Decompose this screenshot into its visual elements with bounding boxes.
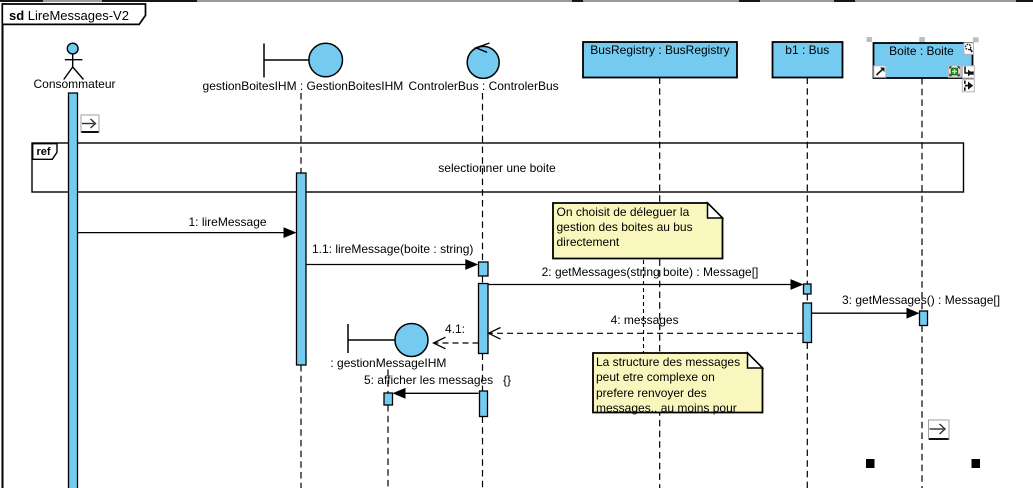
frame-keyword: sd — [9, 7, 25, 23]
ref-pentagon — [32, 143, 58, 160]
activation-controlerBus-3[interactable] — [478, 390, 489, 418]
activation-consommateur[interactable] — [67, 92, 79, 488]
message-label-2: 2: getMessages(string boite) : Message[] — [541, 264, 759, 279]
frame-title: sd LireMessages-V2 — [9, 7, 129, 23]
create-message-resource-icon[interactable] — [961, 65, 975, 79]
message-1.1[interactable] — [306, 259, 479, 270]
boundary-icon-gestionBoitesIHM[interactable] — [263, 42, 344, 78]
frame-left-border — [1, 3, 4, 488]
lifeline-label-gestionBoitesIHM: gestionBoitesIHM : GestionBoitesIHM — [202, 79, 404, 94]
message-tool-icon-top[interactable] — [80, 114, 100, 133]
selection-handle-top-middle[interactable] — [919, 37, 925, 42]
lifeline-label-boite: Boite : Boite — [889, 43, 954, 58]
open-specification-icon[interactable] — [873, 65, 887, 78]
ref-fragment[interactable] — [31, 142, 965, 193]
message-4-return[interactable] — [487, 326, 804, 340]
activation-gestionMessageIHM[interactable] — [383, 392, 394, 406]
note-2[interactable] — [592, 351, 765, 414]
lifeline-label-gestionMessageIHM: : gestionMessageIHM — [330, 356, 447, 371]
selection-handle-top-left[interactable] — [866, 37, 873, 42]
message-3[interactable] — [811, 307, 920, 319]
note-1[interactable] — [552, 201, 725, 260]
activation-b1-2[interactable] — [802, 302, 813, 344]
ref-operand-label: selectionner une boite — [438, 161, 556, 176]
activation-gestionBoitesIHM[interactable] — [295, 172, 307, 366]
message-label-4: 4: messages — [610, 313, 679, 327]
head-box-busRegistry[interactable] — [582, 41, 738, 79]
frame-title-pentagon[interactable] — [1, 3, 147, 26]
control-icon-controlerBus[interactable] — [466, 42, 500, 80]
selection-handles-boite — [866, 37, 979, 43]
selection-handle-top-right[interactable] — [973, 37, 979, 43]
message-tool-icon-bottom[interactable] — [928, 419, 950, 440]
activation-controlerBus-1[interactable] — [477, 261, 489, 277]
actor-consommateur[interactable] — [63, 42, 85, 80]
selection-handle-bottom-right[interactable] — [971, 459, 981, 468]
activation-boite[interactable] — [918, 310, 929, 327]
lifeline-label-b1: b1 : Bus — [785, 42, 830, 57]
message-5[interactable] — [392, 387, 479, 399]
note-2-text: La structure des messages peut etre comp… — [596, 354, 741, 416]
lifeline-label-busRegistry: BusRegistry : BusRegistry — [590, 42, 730, 57]
message-constraint-5: {} — [503, 372, 512, 387]
lifeline-label-consommateur: Consommateur — [33, 77, 116, 92]
boundary-icon-gestionMessageIHM[interactable] — [347, 322, 429, 358]
message-label-5: 5: afficher les messages — [364, 372, 494, 387]
lifeline-label-controlerBus: ControlerBus : ControlerBus — [408, 79, 559, 94]
message-label-1: 1: lireMessage — [188, 214, 267, 229]
activation-b1-1[interactable] — [802, 283, 812, 295]
selection-handle-bottom-left[interactable] — [866, 459, 875, 468]
top-cropped-strip — [0, 0, 1033, 2]
message-2[interactable] — [488, 279, 804, 290]
fit-size-resource-icon[interactable] — [947, 64, 962, 78]
activation-controlerBus-2[interactable] — [477, 282, 489, 355]
message-1[interactable] — [77, 227, 297, 238]
message-label-3: 3: getMessages() : Message[] — [842, 293, 1001, 307]
message-4.1-create[interactable] — [432, 336, 479, 350]
zoom-resource-icon[interactable] — [963, 42, 974, 55]
lost-message-resource-icon[interactable] — [961, 78, 975, 93]
ref-operator-label: ref — [36, 145, 51, 158]
message-label-1.1: 1.1: lireMessage(boite : string) — [312, 241, 474, 256]
head-box-b1[interactable] — [771, 41, 844, 79]
message-label-4.1: 4.1: — [445, 322, 466, 337]
note-1-text: On choisit de déleguer la gestion des bo… — [556, 204, 693, 250]
